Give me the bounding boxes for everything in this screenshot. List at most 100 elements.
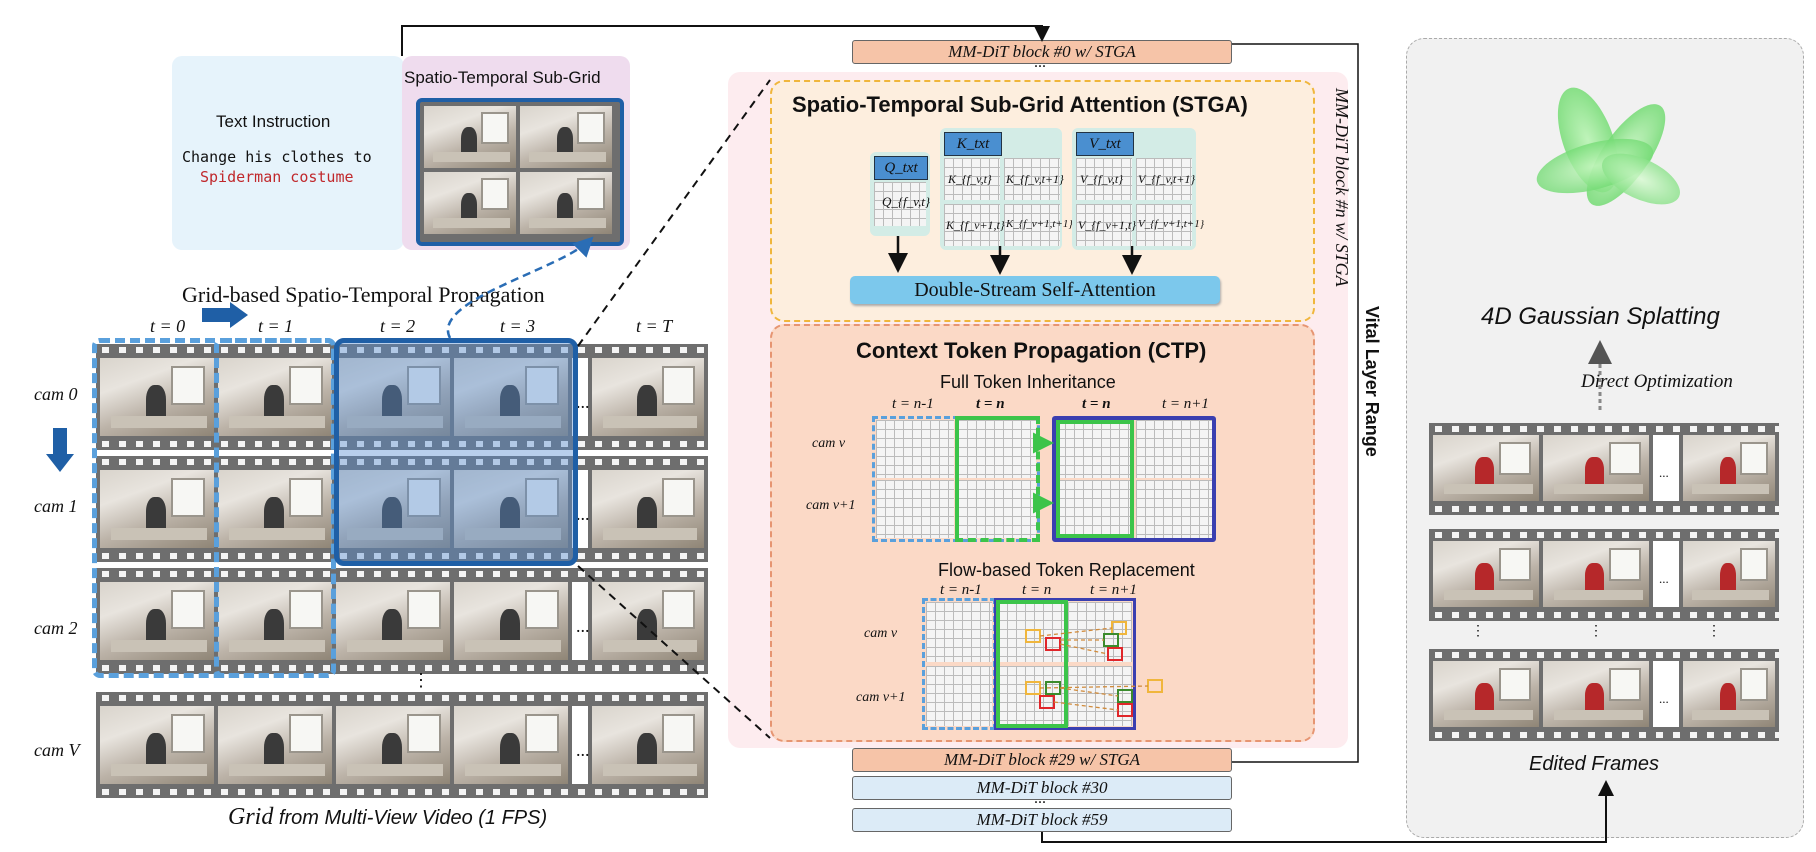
edited-strip-1 [1429, 423, 1779, 515]
ctp-title: Context Token Propagation (CTP) [856, 338, 1207, 363]
k-cell-label-3: K_{f_v+1,t} [946, 218, 1005, 232]
flow-cell-2 [926, 666, 992, 726]
stga-box: Spatio-Temporal Sub-Grid Attention (STGA… [770, 80, 1315, 322]
direct-optimization-label: Direct Optimization [1581, 371, 1733, 392]
flow-cell-3 [998, 602, 1064, 662]
edited-strip-3 [1429, 649, 1779, 741]
arrow-down-icon [53, 428, 67, 456]
flow-box-yellow-1 [1025, 629, 1041, 643]
text-instruction-title: Text Instruction [216, 112, 331, 131]
full-src-cell-4 [958, 480, 1036, 538]
sub-grid-thumbnail [416, 98, 624, 246]
cam-label-V: cam V [34, 740, 80, 760]
zoom-line-top [577, 79, 771, 347]
k-grid-cell-1 [944, 158, 1000, 200]
sub-grid-card: Spatio-Temporal Sub-Grid [402, 56, 630, 250]
q-txt-token: Q_txt [874, 156, 928, 180]
cam-label-1: cam 1 [34, 496, 78, 516]
time-label-0: t = 0 [150, 316, 186, 336]
full-inheritance-title: Full Token Inheritance [940, 372, 1116, 392]
full-time-3: t = n [1082, 396, 1111, 412]
block-29: MM-DiT block #29 w/ STGA [852, 748, 1232, 772]
active-sub-grid-highlight [334, 338, 578, 566]
v-cell-label-2: V_{f_v,t+1} [1138, 172, 1196, 186]
double-stream-attention: Double-Stream Self-Attention [850, 276, 1220, 304]
v-grid-cell-4 [1136, 204, 1192, 246]
full-tgt-cell-4 [1136, 480, 1212, 538]
k-grid-cell-3 [944, 204, 1000, 246]
ellipsis-top: ... [1034, 54, 1046, 71]
k-txt-token: K_txt [944, 132, 1002, 156]
time-label-1: t = 1 [258, 316, 294, 336]
film-strip-cam-0 [96, 344, 708, 450]
zoom-line-bottom [577, 565, 771, 739]
time-label-T: t = T [636, 316, 673, 336]
full-src-cell-2 [958, 420, 1036, 478]
edited-ellipsis-3: ... [1659, 691, 1669, 706]
flow-box-green-3 [1117, 689, 1133, 703]
instruction-line-2: Spiderman costume [200, 168, 354, 186]
arrow-right-head-icon [230, 302, 248, 328]
t1-column-highlight [214, 338, 336, 678]
flow-time-3: t = n+1 [1090, 582, 1137, 598]
k-cell-label-4: K_{f_v+1,t+1} [1006, 218, 1073, 230]
gaussian-title: 4D Gaussian Splatting [1481, 303, 1720, 330]
v-grid-cell-3 [1076, 204, 1132, 246]
edited-frames-label: Edited Frames [1529, 753, 1660, 775]
full-tgt-cell-2 [1136, 420, 1212, 478]
flow-box-red-2 [1107, 647, 1123, 661]
flow-box-red-3 [1039, 695, 1055, 709]
output-panel: 4D Gaussian Splatting Direct Optimizatio… [1406, 38, 1804, 838]
full-src-green-column [955, 416, 1040, 542]
flow-box-yellow-3 [1025, 681, 1041, 695]
full-src-cell-3 [876, 480, 954, 538]
ellipsis-cam-2: ... [576, 616, 590, 636]
edited-vdots-3: ⋮ [1707, 624, 1721, 639]
instruction-line-1: Change his clothes to [182, 148, 372, 166]
edited-vdots-1: ⋮ [1471, 624, 1485, 639]
flow-replacement-title: Flow-based Token Replacement [938, 560, 1195, 580]
ellipsis-cam-1: ... [576, 504, 590, 524]
block-0: MM-DiT block #0 w/ STGA [852, 40, 1232, 64]
block-30: MM-DiT block #30 [852, 776, 1232, 800]
q-cell-label: Q_{f_v,t} [882, 194, 931, 209]
flow-box-red-1 [1045, 637, 1061, 651]
arrow-right-icon [202, 308, 232, 322]
k-grid-cell-4 [1004, 204, 1060, 246]
ellipsis-vertical: ⋮ [412, 670, 430, 690]
cam-label-2: cam 2 [34, 618, 78, 638]
v-cell-label-1: V_{f_v,t} [1080, 172, 1124, 186]
v-txt-token: V_txt [1076, 132, 1134, 156]
q-grid-cell [874, 182, 926, 226]
k-cell-label-1: K_{f_v,t} [948, 172, 992, 186]
full-time-4: t = n+1 [1162, 396, 1209, 412]
sub-grid-label: Spatio-Temporal Sub-Grid [404, 68, 601, 87]
full-time-2: t = n [976, 396, 1005, 412]
edited-vdots-2: ⋮ [1589, 624, 1603, 639]
flow-cam-v: cam v [864, 626, 898, 641]
full-tgt-cell-3 [1056, 480, 1132, 538]
flow-cell-1 [926, 602, 992, 662]
cam-label-0: cam 0 [34, 384, 78, 404]
v-cell-label-4: V_{f_v+1,t+1} [1138, 218, 1205, 230]
flow-green-column [996, 600, 1068, 728]
ellipsis-cam-V: ... [576, 740, 590, 760]
v-grid-cell-1 [1076, 158, 1132, 200]
flow-time-1: t = n-1 [940, 582, 982, 598]
ellipsis-bot: ... [1034, 790, 1046, 807]
film-strip-cam-V [96, 692, 708, 798]
edited-ellipsis-1: ... [1659, 465, 1669, 480]
full-cam-v: cam v [812, 436, 846, 451]
full-cam-v1: cam v+1 [806, 498, 856, 513]
flow-cam-v1: cam v+1 [856, 690, 906, 705]
flow-time-2: t = n [1022, 582, 1052, 598]
v-cell-label-3: V_{f_v+1,t} [1078, 218, 1137, 232]
film-strip-cam-1 [96, 456, 708, 562]
flow-box-yellow-2 [1111, 621, 1127, 635]
flow-box-green-1 [1103, 633, 1119, 647]
k-cell-label-2: K_{f_v,t+1} [1006, 172, 1064, 186]
instruction-connector [401, 25, 1050, 56]
flow-correspondence-lines [1039, 627, 1149, 711]
block-59: MM-DiT block #59 [852, 808, 1232, 832]
